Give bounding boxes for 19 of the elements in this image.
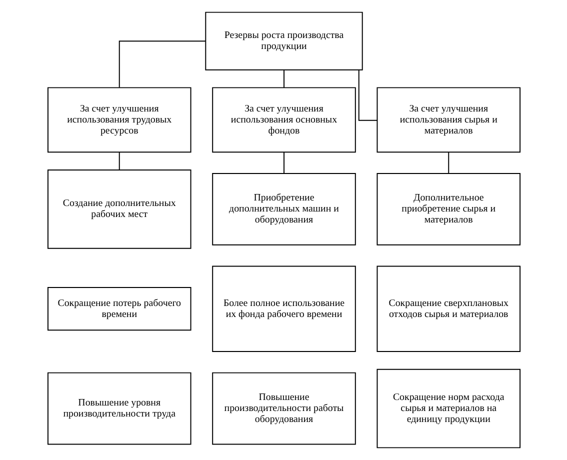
connector <box>283 70 284 88</box>
node-box: Повышение уровня производительности труда <box>46 372 191 445</box>
node-box: Сокращение норм расхода сырья и материалов на единицу продукции <box>376 368 520 448</box>
node-box: За счет улучшения использования основных фондов <box>212 87 356 153</box>
node-box: Приобретение дополнительных машин и оборудования <box>212 172 356 246</box>
connector <box>448 152 449 174</box>
connector <box>358 70 378 121</box>
node-box: Дополнительное приобретение сырья и материалов <box>376 172 520 246</box>
node-box: За счет улучшения использования трудовых ресурсов <box>46 87 191 153</box>
node-box: Более полное использование их фонда рабочего времени <box>212 266 356 352</box>
connector <box>283 152 284 174</box>
node-box: Сокращение потерь рабочего времени <box>46 287 191 331</box>
node-box: Резервы роста производства продукции <box>204 12 362 70</box>
node-box: За счет улучшения использования сырья и материалов <box>376 87 520 153</box>
node-box: Создание дополнительных рабочих мест <box>46 170 191 249</box>
connector <box>118 40 206 88</box>
connector <box>118 152 120 170</box>
node-box: Сокращение сверхплановых отходов сырья и материалов <box>376 266 520 352</box>
node-box: Повышение производительности работы оборудования <box>212 372 356 445</box>
